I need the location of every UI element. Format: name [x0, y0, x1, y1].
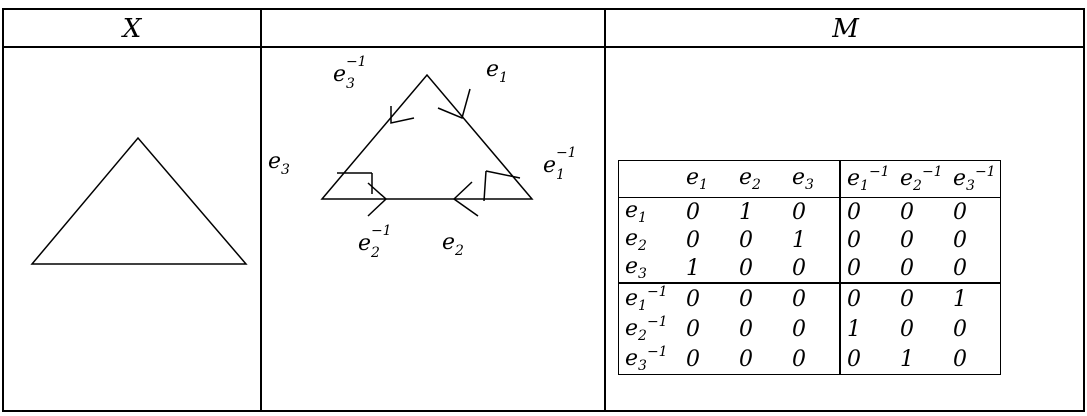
matrix-cell: 0 — [792, 316, 806, 342]
matrix-cell: 0 — [786, 197, 840, 226]
matrix-cell: 0 — [839, 226, 894, 254]
matrix-row: e1 0 1 0 0 0 0 — [618, 197, 1001, 226]
matrix-cell: 0 — [680, 197, 733, 226]
matrix-cell: 0 — [894, 282, 947, 314]
header-divider — [4, 46, 1083, 48]
arrow-e2 — [452, 181, 479, 217]
matrix-cell: 0 — [839, 282, 894, 314]
matrix-cell: 0 — [947, 197, 1001, 226]
tick-e1inv — [485, 170, 521, 179]
matrix-row: e3−1 0 0 0 0 1 0 — [618, 344, 1001, 375]
arrow-e3inv — [390, 106, 415, 124]
header-x: X — [122, 14, 142, 44]
matrix-cell: 0 — [680, 282, 733, 314]
matrix-cell: 0 — [739, 227, 753, 253]
matrix-row: e2 0 0 1 0 0 0 — [618, 226, 1001, 254]
matrix-row: e3 1 0 0 0 0 0 — [618, 254, 1001, 283]
diagram-triangle — [320, 73, 534, 200]
row-header: e1 — [618, 197, 680, 226]
matrix-cell: 0 — [947, 226, 1001, 254]
label-e2: e2 — [442, 230, 464, 259]
row-header: e3−1 — [618, 344, 680, 375]
matrix-cell: 0 — [947, 254, 1001, 283]
matrix-cell: 0 — [947, 344, 1001, 375]
matrix-cell: 0 — [686, 316, 700, 342]
col-header: e1 — [680, 160, 733, 198]
matrix-cell: 0 — [792, 255, 806, 281]
matrix-cell: 0 — [894, 197, 947, 226]
matrix-cell: 0 — [947, 314, 1001, 344]
row-header: e2−1 — [618, 314, 680, 344]
matrix-cell: 0 — [839, 344, 894, 375]
column-divider-1 — [260, 10, 262, 410]
label-e1inv: e1−1 — [543, 145, 577, 183]
arrow-e1 — [437, 88, 471, 120]
matrix-cell: 0 — [733, 282, 786, 314]
col-header: e1−1 — [839, 160, 894, 198]
matrix-cell: 1 — [792, 227, 806, 253]
matrix-cell: 0 — [686, 227, 700, 253]
label-e1: e1 — [486, 57, 508, 86]
row-header: e1−1 — [618, 282, 680, 314]
matrix-cell: 1 — [947, 282, 1001, 314]
matrix-cell: 0 — [900, 227, 914, 253]
triangle-x — [30, 136, 248, 265]
table-frame: X M — [2, 8, 1085, 412]
matrix-cell: 0 — [839, 254, 894, 283]
col-header: e3 — [786, 160, 840, 198]
matrix-header-row: e1 e2 e3 e1−1 e2−1 e3−1 — [618, 160, 1001, 198]
col-header: e2 — [733, 160, 786, 198]
header-m: M — [832, 14, 859, 44]
matrix-m: e1 e2 e3 e1−1 e2−1 e3−1 e1 0 1 0 0 0 0 e… — [618, 160, 1001, 375]
matrix-cell: 0 — [786, 344, 840, 375]
tick-e1inv-stem — [483, 170, 487, 202]
row-header: e3 — [618, 254, 680, 283]
matrix-cell: 1 — [686, 255, 700, 281]
matrix-cell: 1 — [839, 314, 894, 344]
matrix-corner — [618, 160, 680, 198]
matrix-cell: 0 — [900, 316, 914, 342]
matrix-cell: 0 — [786, 282, 840, 314]
matrix-row: e1−1 0 0 0 0 0 1 — [618, 282, 1001, 314]
label-e3: e3 — [268, 149, 290, 178]
col-header: e3−1 — [947, 160, 1001, 198]
matrix-cell: 0 — [680, 344, 733, 375]
matrix-cell: 1 — [733, 197, 786, 226]
matrix-cell: 0 — [839, 197, 894, 226]
matrix-cell: 0 — [733, 344, 786, 375]
label-e3inv: e3−1 — [333, 54, 367, 92]
matrix-cell: 0 — [739, 316, 753, 342]
matrix-row: e2−1 0 0 0 1 0 0 — [618, 314, 1001, 344]
matrix-cell: 1 — [894, 344, 947, 375]
column-divider-2 — [604, 10, 606, 410]
col-header: e2−1 — [894, 160, 947, 198]
arrow-e2inv — [367, 182, 388, 217]
row-header: e2 — [618, 226, 680, 254]
matrix-cell: 0 — [900, 255, 914, 281]
label-e2inv: e2−1 — [358, 223, 392, 261]
matrix-cell: 0 — [739, 255, 753, 281]
